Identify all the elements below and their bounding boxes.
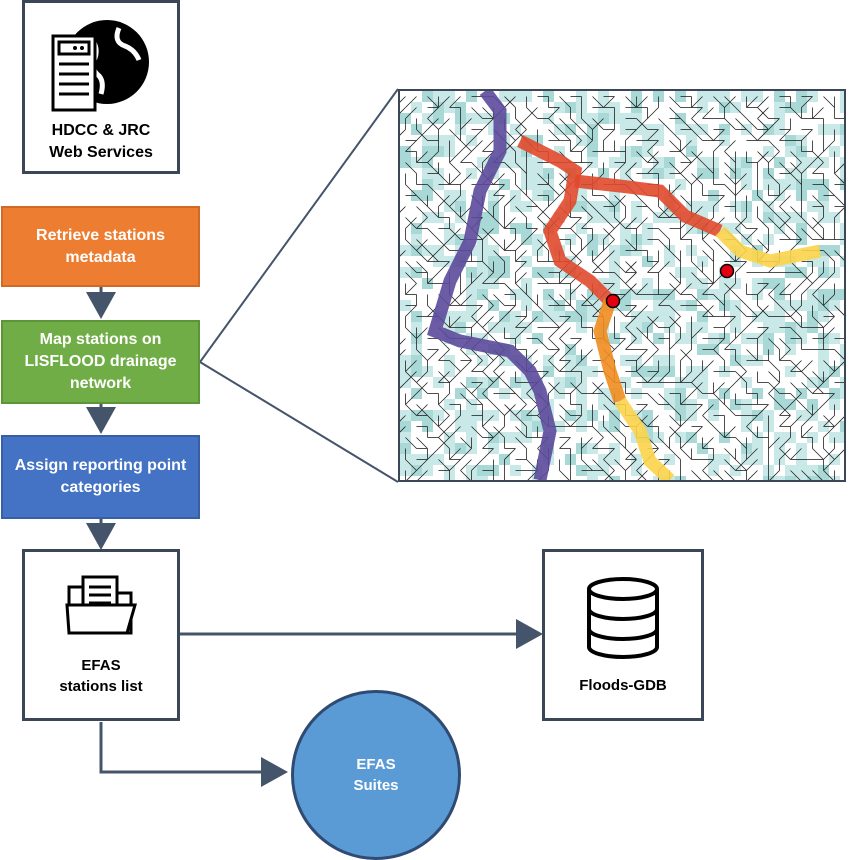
zoom-line-top [199, 88, 399, 363]
drainage-network-map [398, 89, 846, 482]
arrow-list-to-suites [99, 722, 288, 787]
river-yellow-east [715, 226, 822, 268]
step-map-label: Map stations on LISFLOOD drainage networ… [24, 331, 177, 392]
river-yellow-south [614, 397, 675, 480]
server-globe-icon [51, 20, 149, 112]
river-purple [427, 91, 557, 480]
step-retrieve-label: Retrieve stations metadata [36, 226, 165, 266]
floods-gdb-box: Floods-GDB [542, 549, 704, 721]
folder-documents-icon [65, 575, 137, 635]
database-icon [587, 576, 659, 659]
stations-list-box: EFAS stations list [22, 549, 180, 721]
step-map-stations: Map stations on LISFLOOD drainage networ… [1, 320, 200, 404]
river-orange [593, 298, 627, 404]
drainage-network-svg [400, 91, 844, 480]
station-marker [719, 263, 735, 279]
web-services-box: HDCC & JRC Web Services [22, 0, 180, 174]
flow-directions [400, 96, 844, 480]
river-red-east [574, 174, 723, 237]
zoom-line-bottom [199, 361, 399, 483]
step-assign-label: Assign reporting point categories [14, 457, 187, 496]
station-marker [605, 293, 621, 309]
efas-suites-node: EFAS Suites [291, 690, 461, 860]
step-retrieve-metadata: Retrieve stations metadata [1, 206, 200, 287]
floods-gdb-label: Floods-GDB [579, 676, 667, 694]
stations-list-label: EFAS stations list [59, 657, 143, 695]
efas-suites-label: EFAS Suites [353, 756, 399, 794]
web-services-label: HDCC & JRC Web Services [49, 122, 153, 161]
river-red [517, 135, 615, 306]
step-assign-categories: Assign reporting point categories [1, 435, 200, 519]
